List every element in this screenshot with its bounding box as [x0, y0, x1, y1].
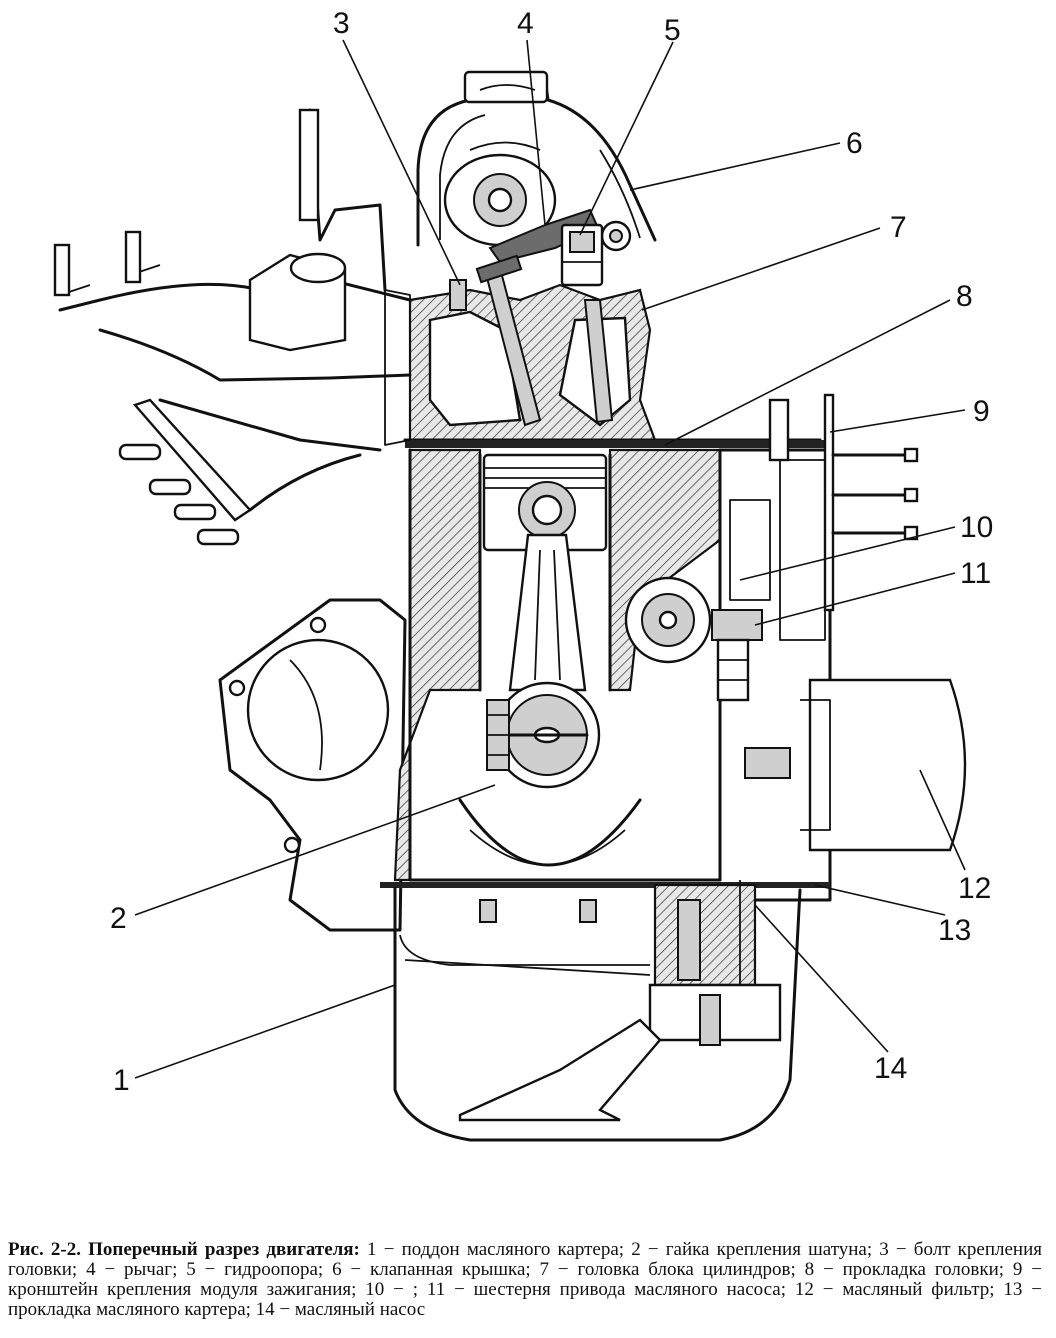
crankshaft-counterweight — [458, 798, 642, 867]
ignition-module-bracket — [768, 393, 919, 612]
callout-7: 7 — [890, 211, 907, 244]
camshaft — [443, 153, 632, 252]
oil-pump-drive-gear — [711, 609, 763, 702]
oil-pan-gasket — [380, 882, 830, 888]
leader-line-13 — [814, 884, 946, 916]
callout-numbers: 1 2 3 4 5 6 7 8 9 10 11 12 13 14 — [110, 7, 993, 1097]
leader-line-14 — [754, 904, 889, 1053]
head-gasket — [405, 440, 825, 448]
oil-pan — [393, 886, 802, 1142]
callout-1: 1 — [113, 1064, 130, 1097]
leader-line-4 — [526, 39, 546, 226]
callout-6: 6 — [846, 127, 863, 160]
crankshaft-journal — [493, 681, 601, 789]
flywheel-housing-flange — [218, 598, 407, 932]
caption-title: Рис. 2-2. Поперечный разрез двигателя: — [8, 1239, 360, 1260]
hydraulic-lifter — [560, 223, 604, 287]
engine-cross-section-drawing: 1 2 3 4 5 6 7 8 9 10 11 12 13 14 — [53, 7, 993, 1142]
callout-11: 11 — [960, 557, 991, 590]
oil-filter — [744, 678, 967, 852]
intake-manifold — [53, 108, 412, 446]
leader-line-10 — [739, 526, 956, 581]
caption-text: 1 − поддон масляного картера; 2 − гайка … — [8, 1239, 1042, 1320]
leader-line-2 — [134, 784, 496, 916]
callout-3: 3 — [333, 7, 350, 40]
callout-12: 12 — [958, 872, 991, 905]
callout-4: 4 — [517, 7, 534, 40]
leader-line-9 — [829, 409, 966, 433]
callout-13: 13 — [938, 914, 971, 947]
callout-9: 9 — [973, 395, 990, 428]
oil-pump — [458, 880, 782, 1122]
callout-8: 8 — [956, 280, 973, 313]
leader-line-6 — [629, 142, 841, 191]
leader-line-12 — [919, 769, 966, 871]
figure-caption: Рис. 2-2. Поперечный разрез двигателя: 1… — [8, 1240, 1042, 1320]
valve-cover — [416, 70, 657, 247]
connecting-rod — [508, 533, 587, 692]
cylinder-head — [403, 254, 822, 442]
connecting-rod-nut — [486, 699, 510, 771]
leader-lines — [134, 39, 966, 1079]
leader-line-7 — [641, 227, 881, 311]
leader-line-3 — [342, 39, 461, 286]
callout-5: 5 — [664, 14, 681, 47]
callout-10: 10 — [960, 511, 993, 544]
piston — [482, 453, 608, 552]
leader-line-8 — [664, 299, 951, 446]
leader-line-11 — [754, 572, 956, 626]
exhaust-manifold — [118, 398, 382, 546]
callout-14: 14 — [874, 1052, 907, 1085]
callout-2: 2 — [110, 902, 127, 935]
leader-line-5 — [579, 41, 674, 236]
auxiliary-shaft — [624, 576, 712, 664]
leader-line-1 — [134, 984, 396, 1079]
